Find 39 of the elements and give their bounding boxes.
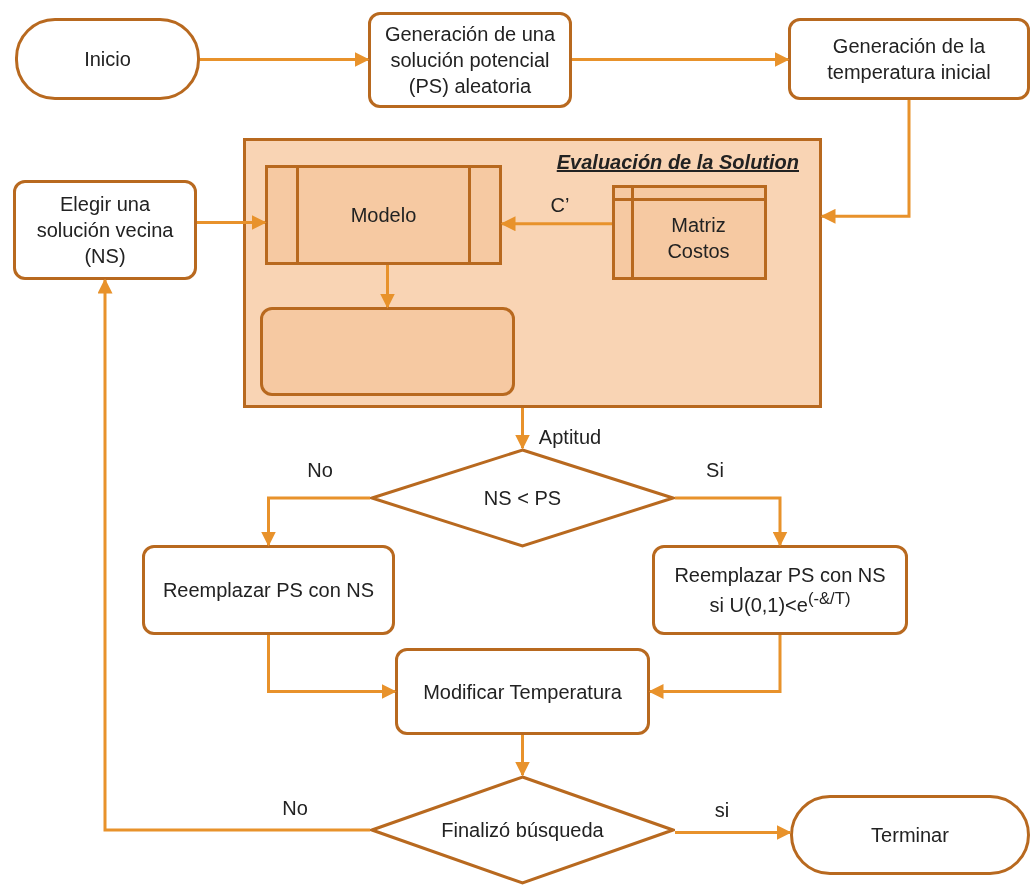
node-label: Terminar bbox=[870, 823, 950, 848]
node-label: Matriz Costos bbox=[666, 212, 731, 264]
process-box bbox=[260, 307, 515, 396]
predefined-process-box bbox=[265, 165, 502, 265]
arrow bbox=[500, 216, 612, 232]
decision-diamond bbox=[370, 448, 675, 548]
arrow bbox=[515, 735, 530, 777]
node-label: Elegir una solución vecina (NS) bbox=[35, 192, 175, 269]
group-heading: Evaluación de la Solution bbox=[556, 150, 799, 175]
node-label: Generación de una solución potencial (PS) aleatoria bbox=[383, 22, 557, 99]
arrow bbox=[572, 52, 790, 67]
process-box bbox=[788, 18, 1030, 100]
node-label: Generación de la temperatura inicial bbox=[826, 34, 992, 85]
arrow bbox=[97, 278, 370, 832]
storage-box bbox=[612, 185, 767, 280]
node-label: Reemplazar PS con NS si U(0,1)<e$^{(-&/T)}$ bbox=[673, 563, 887, 618]
arrow bbox=[675, 825, 792, 840]
process-box bbox=[368, 12, 572, 108]
arrow bbox=[261, 496, 370, 547]
node-label: Modelo bbox=[349, 203, 418, 228]
arrow bbox=[267, 635, 397, 699]
arrow bbox=[380, 265, 395, 309]
arrow bbox=[648, 635, 782, 699]
node-label: Modificar Temperatura bbox=[422, 679, 623, 705]
node-label: Inicio bbox=[83, 47, 132, 72]
group-panel bbox=[243, 138, 822, 408]
node-label: Finalizó búsqueda bbox=[440, 818, 605, 843]
arrow bbox=[515, 408, 530, 450]
node-label: NS < PS bbox=[482, 486, 563, 511]
arrow bbox=[675, 496, 788, 547]
arrow bbox=[200, 52, 370, 67]
decision-diamond bbox=[370, 775, 675, 885]
node-label: Reemplazar PS con NS bbox=[161, 578, 376, 603]
arrow bbox=[197, 215, 267, 230]
process-box bbox=[13, 180, 197, 280]
process-box bbox=[142, 545, 395, 635]
process-box bbox=[652, 545, 908, 635]
process-box bbox=[395, 648, 650, 735]
arrow bbox=[820, 100, 911, 224]
